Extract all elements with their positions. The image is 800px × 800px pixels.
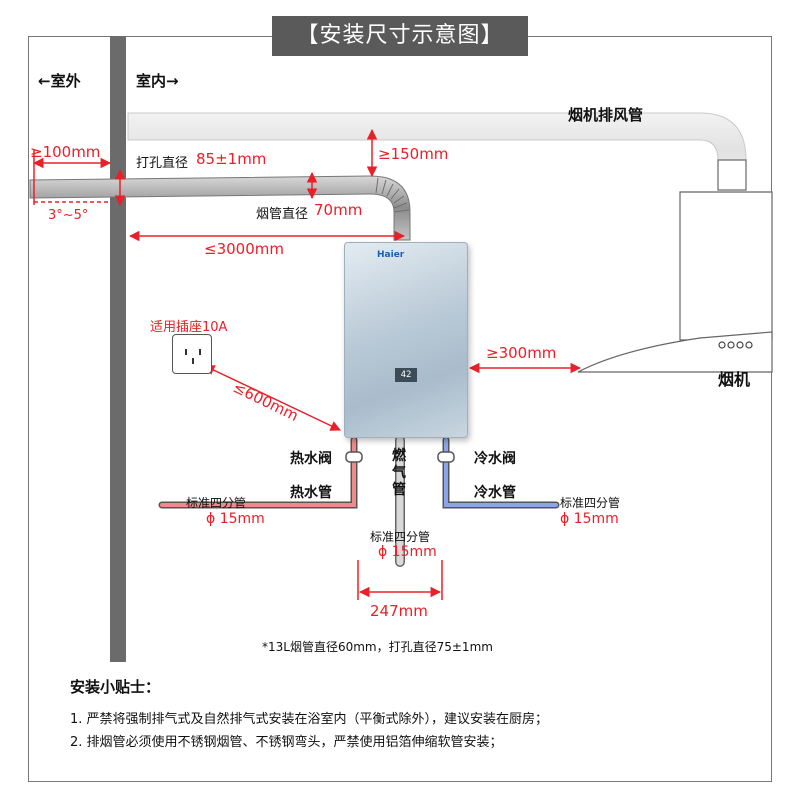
hood-label: 烟机 [718, 370, 751, 389]
dim-100: ≥100mm [30, 143, 101, 161]
range-hood-icon [577, 159, 773, 373]
footnote: *13L烟管直径60mm，打孔直径75±1mm [262, 640, 493, 654]
dim-300: ≥300mm [486, 344, 557, 362]
socket-label: 适用插座10A [150, 320, 228, 335]
hot-pipe-label: 热水管 [290, 485, 332, 501]
hood-duct-label: 烟机排风管 [568, 106, 644, 124]
tip-item: 1. 严禁将强制排气式及自然排气式安装在浴室内（平衡式除外），建议安装在厨房； [70, 712, 549, 727]
hot-valve-label: 热水阀 [290, 451, 332, 467]
brand-logo: Haier [377, 250, 405, 260]
dim-150: ≥150mm [378, 145, 449, 163]
outdoor-label: ←室外 [38, 72, 81, 90]
pipe-label: 烟管直径 [256, 207, 309, 222]
cold-valve-label: 冷水阀 [474, 451, 516, 467]
std-pipe-mid: 标准四分管 [370, 530, 431, 544]
pipe-value: 70mm [314, 201, 363, 219]
std-pipe-right: 标准四分管 [560, 496, 621, 510]
power-socket-icon [172, 334, 212, 374]
gas-pipe-label: 燃气管 [392, 448, 406, 498]
dim-3000: ≤3000mm [204, 240, 284, 258]
slope-label: 3°~5° [48, 208, 89, 223]
phi-right: ϕ 15mm [560, 511, 619, 527]
hole-label: 打孔直径 [136, 156, 189, 171]
indoor-label: 室内→ [136, 72, 179, 90]
heater-display: 42 [395, 368, 417, 382]
wall [110, 36, 126, 662]
phi-left: ϕ 15mm [206, 511, 265, 527]
tip-item: 2. 排烟管必须使用不锈钢烟管、不锈钢弯头，严禁使用铝箔伸缩软管安装； [70, 735, 503, 750]
std-pipe-left: 标准四分管 [186, 496, 247, 510]
valves [345, 451, 455, 463]
phi-mid: ϕ 15mm [378, 544, 437, 560]
page-title: 【安装尺寸示意图】 [272, 16, 528, 56]
cold-pipe-label: 冷水管 [474, 485, 516, 501]
hole-value: 85±1mm [196, 150, 267, 168]
tips-heading: 安装小贴士： [70, 678, 161, 696]
water-heater-icon [344, 242, 468, 438]
dim-247: 247mm [370, 602, 428, 620]
